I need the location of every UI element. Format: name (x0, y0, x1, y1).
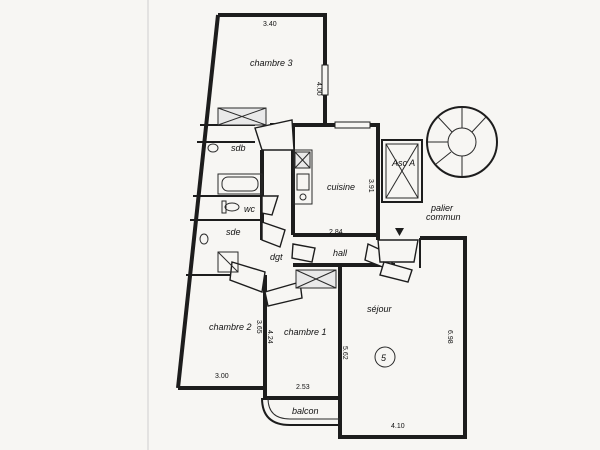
room-chambre1-label: chambre 1 (284, 327, 327, 337)
door-wc (261, 195, 279, 216)
elevator-x2 (385, 143, 419, 199)
elevator-shaft (381, 139, 423, 203)
room-palier-label-2: commun (426, 212, 461, 222)
closet-chambre3-x2 (217, 107, 267, 126)
dim-ch3-width: 3.40 (263, 21, 277, 28)
room-dgt-label: dgt (270, 252, 283, 262)
room-sejour-label: séjour (367, 304, 393, 314)
room-balcon-label: balcon (292, 406, 319, 416)
door-hall (291, 243, 316, 263)
room-cuisine-label: cuisine (327, 182, 355, 192)
sink-sde-icon (199, 233, 209, 245)
room-sde-label: sde (226, 227, 241, 237)
sink-sdb-icon (207, 143, 219, 153)
wall-sejour (338, 236, 467, 439)
doors (229, 119, 419, 307)
dim-sejour-left-depth: 5.62 (341, 346, 348, 360)
fixtures (199, 64, 498, 426)
dim-ch1-width: 2.53 (296, 384, 310, 391)
kitchen-counter (293, 149, 313, 205)
wall-chambre1-bottom (263, 388, 340, 400)
dim-sejour-width: 4.10 (391, 423, 405, 430)
dim-cuisine-depth: 3.91 (367, 179, 374, 193)
balcony-rail (261, 397, 340, 426)
toilet-icon (224, 202, 240, 212)
room-chambre3-label: chambre 3 (250, 58, 293, 68)
toilet-tank (221, 200, 227, 214)
room-palier-label-1: palier (430, 203, 454, 213)
room-chambre2-label: chambre 2 (209, 322, 252, 332)
window-cuisine (334, 121, 371, 129)
dim-ch3-depth: 4.00 (315, 82, 322, 96)
door-chambre1 (264, 281, 303, 307)
room-sdb-label: sdb (231, 143, 246, 153)
wall-cuisine-top (293, 123, 380, 150)
dimension-labels: 3.40 4.00 3.91 2.84 3.65 3.00 4.24 2.53 … (215, 21, 453, 430)
outer-walls (176, 13, 467, 439)
door-sde (261, 221, 286, 248)
kitchen-sink-icon (296, 173, 310, 191)
balcony-rail-inner (267, 397, 340, 420)
interior-walls (186, 124, 395, 388)
room-labels: chambre 3 sdb wc sde dgt cuisine hall As… (209, 58, 461, 416)
kitchen-burner-icon (299, 193, 307, 201)
dim-hall-width: 2.84 (329, 229, 343, 236)
door-entry (377, 239, 419, 263)
lot-number-circle (374, 346, 396, 368)
lot-number-label: 5 (381, 353, 387, 363)
closet-hall-x2 (295, 269, 337, 289)
room-asc-label: Asc A (391, 158, 415, 168)
dim-ch1-depth: 4.24 (266, 330, 273, 344)
wall-west (176, 14, 220, 389)
dim-ch2-width: 3.00 (215, 373, 229, 380)
door-entry-leaf (379, 261, 413, 283)
bathtub-icon (217, 173, 263, 195)
shower-icon (217, 251, 239, 273)
room-hall-label: hall (333, 248, 348, 258)
kitchen-appliance-x2 (294, 151, 311, 169)
dim-ch2-depth: 3.65 (255, 320, 262, 334)
shower-diag (217, 251, 239, 273)
dim-sejour-depth: 6.98 (446, 330, 453, 344)
door-chambre2 (229, 261, 266, 293)
window-chambre3 (321, 64, 329, 96)
bathtub-inner (221, 176, 259, 192)
elevator-car (385, 143, 419, 199)
room-wc-label: wc (244, 204, 255, 214)
entry-arrow-icon (395, 228, 404, 236)
spiral-staircase-icon (426, 106, 498, 178)
